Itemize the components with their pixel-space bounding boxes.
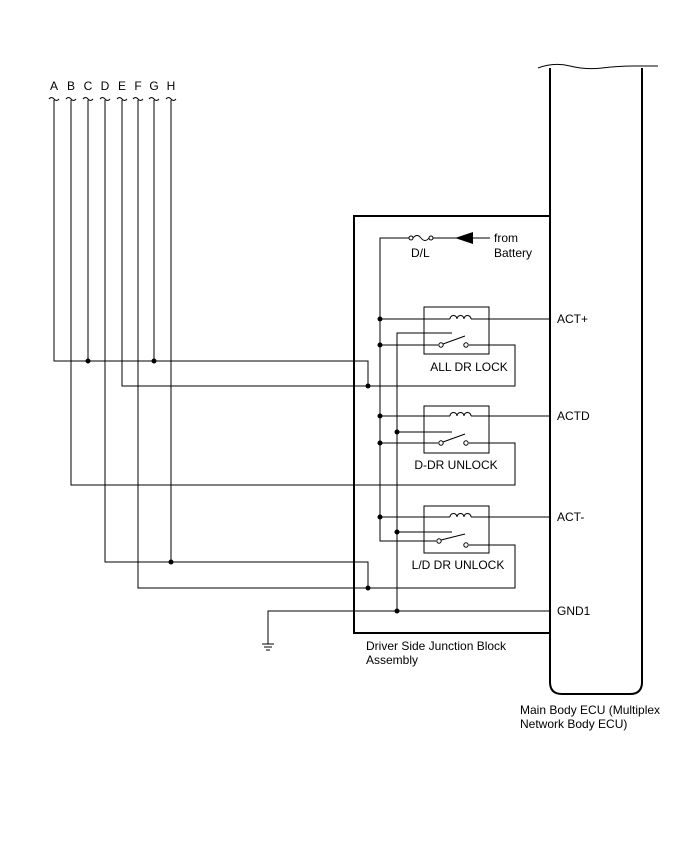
- ecu-pin-wires: [489, 318, 550, 518]
- battery-label-line1: from: [494, 231, 518, 245]
- connector-d-label: D: [101, 79, 110, 93]
- relay-d-dr-unlock: [423, 405, 490, 454]
- ground-symbol-icon: [262, 643, 274, 651]
- connector-f-label: F: [134, 79, 141, 93]
- relay-coil-icon: [449, 315, 472, 320]
- battery-arrow-icon: [455, 232, 473, 244]
- relay-ld-dr-unlock: [423, 505, 490, 554]
- power-bus: [377, 237, 424, 542]
- wire-b: [70, 100, 516, 486]
- relay-coil-icon: [449, 412, 472, 417]
- wire-f: [137, 100, 516, 589]
- connector-wires: [53, 100, 516, 589]
- relay-all-dr-lock-label: ALL DR LOCK: [430, 360, 508, 374]
- junction-block-label-line2: Assembly: [366, 653, 418, 667]
- wire-break-marks: [48, 97, 177, 101]
- connector-labels: A B C D E F G H: [50, 79, 175, 93]
- relay-ld-dr-unlock-label: L/D DR UNLOCK: [412, 558, 505, 572]
- wire-a: [53, 100, 369, 388]
- ecu-break-top: [537, 63, 658, 70]
- ecu-label-line1: Main Body ECU (Multiplex: [520, 703, 660, 717]
- connector-e-label: E: [118, 79, 126, 93]
- connector-a-label: A: [50, 79, 58, 93]
- ecu-pin-gnd1: GND1: [557, 604, 591, 618]
- ecu-pin-act-plus: ACT+: [557, 312, 588, 326]
- relay-all-dr-lock: [423, 306, 490, 355]
- relay-coil-icon: [449, 513, 472, 518]
- connector-h-label: H: [167, 79, 176, 93]
- ecu-label-line2: Network Body ECU): [520, 717, 627, 731]
- connector-c-label: C: [84, 79, 93, 93]
- relay-d-dr-unlock-label: D-DR UNLOCK: [414, 458, 497, 472]
- connector-junctions: [85, 358, 371, 591]
- ground-bus: [267, 332, 550, 644]
- fuse-icon: [408, 235, 434, 241]
- connector-g-label: G: [149, 79, 158, 93]
- wire-e: [121, 100, 516, 387]
- battery-label-line2: Battery: [494, 246, 532, 260]
- ecu-pin-act-minus: ACT-: [557, 510, 584, 524]
- junction-block-label-line1: Driver Side Junction Block: [366, 639, 507, 653]
- fuse-label: D/L: [411, 246, 430, 260]
- ecu-box: [549, 68, 643, 695]
- wire-d: [104, 100, 369, 588]
- connector-b-label: B: [67, 79, 75, 93]
- ecu-pin-actd: ACTD: [557, 409, 590, 423]
